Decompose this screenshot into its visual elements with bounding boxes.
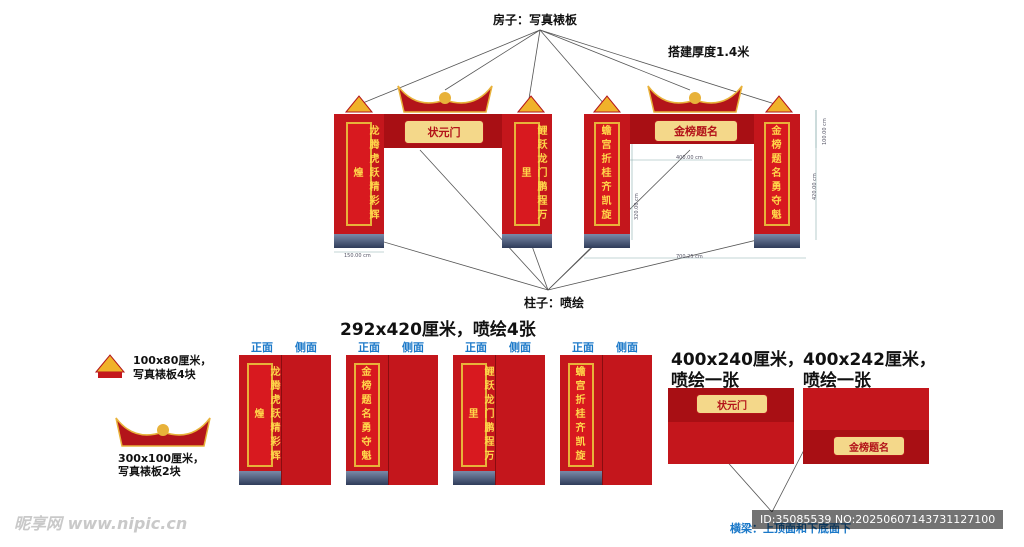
- dim-320: 320.00 cm: [634, 193, 640, 220]
- side-label: 侧面: [402, 341, 424, 354]
- beam-left-note: 喷绘一张: [671, 371, 739, 391]
- small-roof-icon: [764, 95, 794, 113]
- beam-title: 状元门: [717, 400, 747, 412]
- couplet-left: 蟾宫折桂齐凯旋: [599, 125, 610, 223]
- pillar-couplet: 龙腾虎跃精彩辉煌: [252, 366, 279, 464]
- pillar-couplet: 蟾宫折桂齐凯旋: [573, 366, 584, 464]
- pillar-label: 柱子：喷绘: [524, 296, 585, 310]
- pillar-panel-3: 正面 侧面 鲤跃龙门鹏程万里: [453, 339, 545, 487]
- beam-right-panel: 金榜题名: [803, 388, 929, 464]
- thickness-label: 搭建厚度1.4米: [668, 45, 750, 59]
- pillar-couplet: 金榜题名勇夺魁: [359, 366, 370, 464]
- front-label: 正面: [358, 341, 380, 354]
- big-roof-note: 写真裱板2块: [118, 465, 181, 478]
- dim-420: 420.00 cm: [812, 173, 818, 200]
- big-roof-spec: 300x100厘米，: [118, 452, 205, 465]
- pillar-panel-1: 正面 侧面 龙腾虎跃精彩辉煌: [239, 339, 331, 487]
- dim-700: 700.25 cm: [676, 254, 703, 260]
- right-arch: 金榜题名 蟾宫折桂齐凯旋 金榜题名勇夺魁: [584, 85, 806, 248]
- watermark: 昵享网 www.nipic.cn: [14, 514, 188, 533]
- side-label: 侧面: [295, 341, 317, 354]
- small-roof-icon: [344, 95, 374, 113]
- front-label: 正面: [251, 341, 273, 354]
- left-arch: 状元门 龙腾虎跃精彩辉煌 鲤跃龙门鹏程万里: [334, 85, 552, 248]
- dim-100: 100.00 cm: [822, 118, 828, 145]
- arch-title: 状元门: [427, 126, 461, 139]
- beam-right-spec: 400x242厘米，: [803, 350, 936, 370]
- pillar-couplet: 鲤跃龙门鹏程万里: [466, 366, 493, 464]
- pillar-panel-2: 正面 侧面 金榜题名勇夺魁: [346, 339, 438, 487]
- couplet-right: 鲤跃龙门鹏程万里: [519, 125, 546, 223]
- front-label: 正面: [465, 341, 487, 354]
- dim-400: 400.00 cm: [676, 155, 703, 161]
- small-roof-icon: [94, 354, 126, 378]
- beam-right-note: 喷绘一张: [803, 371, 871, 391]
- small-roof-icon: [592, 95, 622, 113]
- side-label: 侧面: [509, 341, 531, 354]
- dim-150: 150.00 cm: [344, 253, 371, 259]
- small-roof-icon: [516, 95, 546, 113]
- small-roof-spec: 100x80厘米，: [133, 354, 212, 367]
- front-label: 正面: [572, 341, 594, 354]
- beam-title: 金榜题名: [849, 442, 889, 454]
- small-roof-note: 写真裱板4块: [133, 368, 196, 381]
- couplet-right: 金榜题名勇夺魁: [769, 125, 780, 223]
- side-label: 侧面: [616, 341, 638, 354]
- pillar-panel-4: 正面 侧面 蟾宫折桂齐凯旋: [560, 339, 652, 487]
- beam-left-spec: 400x240厘米，: [671, 350, 804, 370]
- beam-left-panel: 状元门: [668, 388, 794, 464]
- big-roof-icon: [115, 417, 211, 447]
- pillars-spec: 292x420厘米，喷绘4张: [340, 320, 536, 340]
- big-roof-icon: [397, 85, 493, 113]
- arch-title: 金榜题名: [674, 125, 718, 138]
- couplet-left: 龙腾虎跃精彩辉煌: [351, 125, 378, 223]
- id-bar: ID:35085539 NO:20250607143731127100: [752, 510, 1004, 529]
- house-label: 房子：写真裱板: [493, 13, 578, 27]
- big-roof-icon: [647, 85, 743, 113]
